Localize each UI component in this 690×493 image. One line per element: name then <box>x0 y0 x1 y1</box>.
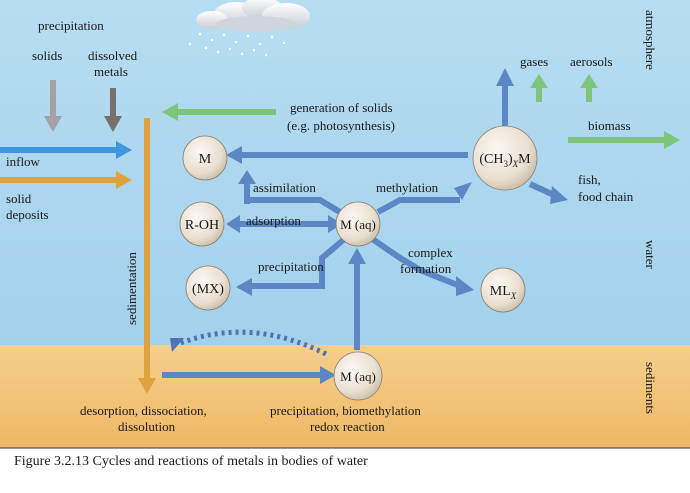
assimilation-arrow <box>250 197 342 215</box>
return-dotted-arrowhead <box>170 338 184 352</box>
zone-atmosphere-label: atmosphere <box>643 10 658 70</box>
gases-arrow <box>530 74 548 102</box>
complex-label: complex <box>408 245 453 260</box>
sedimentation-label: sedimentation <box>124 252 139 325</box>
biomass-arrow <box>568 131 680 149</box>
node-maq: M (aq) <box>335 201 381 247</box>
photosynthesis-label: (e.g. photosynthesis) <box>287 118 395 133</box>
cloud-icon <box>196 0 310 32</box>
node-mlx-label: MLX <box>490 284 517 301</box>
node-mlx: MLX <box>480 267 526 313</box>
precipitation-arrow <box>236 233 350 296</box>
zone-sediments-label: sediments <box>643 362 658 414</box>
solids-label: solids <box>32 48 62 63</box>
node-maq-sediment-label: M (aq) <box>340 369 376 384</box>
maq-upward-arrow <box>348 248 366 350</box>
node-m: M <box>182 135 228 181</box>
inflow-label: inflow <box>6 154 41 169</box>
water-zone <box>0 0 690 345</box>
methylation-arrow <box>376 182 472 215</box>
desorption-label: desorption, dissociation, <box>80 403 207 418</box>
biomass-label: biomass <box>588 118 631 133</box>
node-ch3xm: (CH3)XM <box>472 125 538 191</box>
formation-label: formation <box>400 261 452 276</box>
generation-label: generation of solids <box>290 100 393 115</box>
metals-label: metals <box>94 64 128 79</box>
node-m-label: M <box>199 152 212 167</box>
precipitation-top-label: precipitation <box>38 18 104 33</box>
food-chain-label: food chain <box>578 189 634 204</box>
fish-label: fish, <box>578 172 601 187</box>
complex-formation-arrow <box>366 233 474 296</box>
aerosols-arrow <box>580 74 598 102</box>
node-maq-sediment: M (aq) <box>333 351 383 401</box>
figure-caption: Figure 3.2.13 Cycles and reactions of me… <box>14 454 368 469</box>
assimilation-label: assimilation <box>253 180 316 195</box>
rain-icon <box>188 32 286 57</box>
aerosols-label: aerosols <box>570 54 613 69</box>
methylation-label: methylation <box>376 180 439 195</box>
node-maq-label: M (aq) <box>340 217 376 232</box>
inflow-arrow <box>0 141 132 159</box>
solid-deposits-arrow <box>0 171 132 189</box>
deposits-label: deposits <box>6 207 49 222</box>
m-methylation-line <box>226 146 468 164</box>
fish-food-chain-arrow <box>528 181 568 204</box>
sedimentation-arrow <box>138 118 156 394</box>
precipitation-mid-label: precipitation <box>258 259 324 274</box>
assimilation-arrowhead <box>238 170 256 204</box>
node-roh: R-OH <box>179 201 225 247</box>
node-ch3xm-label: (CH3)XM <box>479 152 531 169</box>
generation-of-solids-arrow <box>162 103 276 121</box>
redox-reaction-label: redox reaction <box>310 419 385 434</box>
dissolved-label: dissolved <box>88 48 138 63</box>
dissolved-metals-arrow <box>104 88 122 132</box>
precip-biomethylation-label: precipitation, biomethylation <box>270 403 421 418</box>
solid-label: solid <box>6 191 32 206</box>
node-roh-label: R-OH <box>185 218 219 233</box>
node-mx: (MX) <box>185 265 231 311</box>
adsorption-label: adsorption <box>246 213 301 228</box>
sediment-to-maq-arrow <box>162 366 336 384</box>
node-mx-label: (MX) <box>192 282 224 297</box>
gases-label: gases <box>520 54 548 69</box>
solids-arrow <box>44 80 62 132</box>
dissolution-label: dissolution <box>118 419 176 434</box>
ch3m-to-atmosphere-arrow <box>496 68 514 132</box>
zone-water-label: water <box>643 240 658 270</box>
return-dotted-arc <box>177 329 328 357</box>
adsorption-arrow <box>226 215 342 233</box>
